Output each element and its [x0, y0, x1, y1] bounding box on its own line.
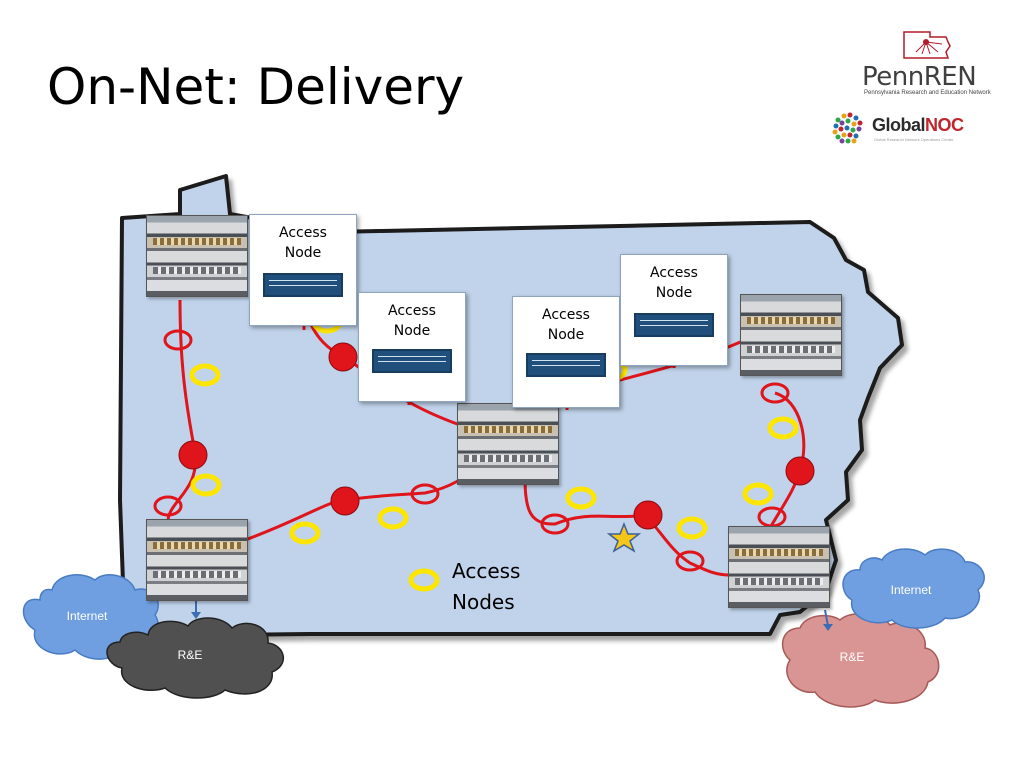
red-rings [153, 329, 790, 572]
internet-label-left: Internet [66, 609, 108, 623]
access-node-device [526, 353, 606, 377]
legend-label: Access Nodes [452, 559, 521, 614]
red-ring [675, 550, 705, 572]
link-southwest [244, 469, 472, 542]
re-cloud-left [106, 617, 284, 699]
access-ring [767, 416, 799, 440]
red-node [785, 456, 815, 486]
router-northwest [146, 215, 248, 297]
access-node-device [634, 313, 714, 337]
access-ring [289, 521, 321, 545]
red-nodes [178, 342, 815, 530]
pennren-subtitle: Pennsylvania Research and Education Netw… [864, 90, 991, 96]
red-ring [410, 483, 440, 505]
arrow-head-right [823, 624, 833, 631]
red-node [330, 486, 360, 516]
access-node-label: Access Node [388, 303, 436, 339]
red-ring [760, 382, 790, 404]
legend-access-ring [408, 568, 440, 592]
access-ring [742, 482, 774, 506]
router-center [457, 403, 559, 485]
access-node-device [372, 349, 452, 373]
red-ring [153, 495, 183, 517]
globalnoc-name: GlobalNOC [872, 115, 964, 136]
access-ring [676, 516, 708, 540]
access-node-label: Access Node [650, 265, 698, 301]
access-node-label: Access Node [279, 225, 327, 261]
access-ring [189, 363, 221, 387]
access-node-label: Access Node [542, 307, 590, 343]
re-label-left: R&E [177, 648, 203, 662]
access-ring [190, 473, 222, 497]
access-node-callout: Access Node [358, 292, 466, 402]
globalnoc-subtitle: Global Research Network Operations Cente… [874, 137, 954, 142]
red-node [178, 440, 208, 470]
access-ring [377, 506, 409, 530]
access-ring [565, 486, 597, 510]
access-node-callout: Access Node [620, 254, 728, 366]
access-node-callout: Access Node [249, 214, 357, 326]
internet-label-right: Internet [890, 583, 932, 597]
pennren-logo [903, 31, 951, 59]
router-southeast [728, 526, 830, 608]
red-ring [163, 329, 193, 351]
red-ring [540, 513, 570, 535]
star-marker [606, 521, 642, 553]
pennren-name: PennREN [862, 62, 977, 92]
red-node [633, 500, 663, 530]
slide-title: On-Net: Delivery [47, 58, 465, 116]
red-node [328, 342, 358, 372]
router-southwest [146, 519, 248, 601]
globalnoc-logo [832, 112, 863, 144]
globalnoc-name-main: Global [872, 115, 926, 135]
access-node-callout: Access Node [512, 296, 620, 408]
arrow-down-right [824, 609, 829, 627]
router-northeast [740, 294, 842, 376]
arrow-head-left [191, 612, 201, 619]
globalnoc-name-accent: NOC [925, 115, 964, 135]
access-node-device [263, 273, 343, 297]
internet-cloud-right [842, 548, 985, 629]
re-label-right: R&E [839, 650, 865, 664]
